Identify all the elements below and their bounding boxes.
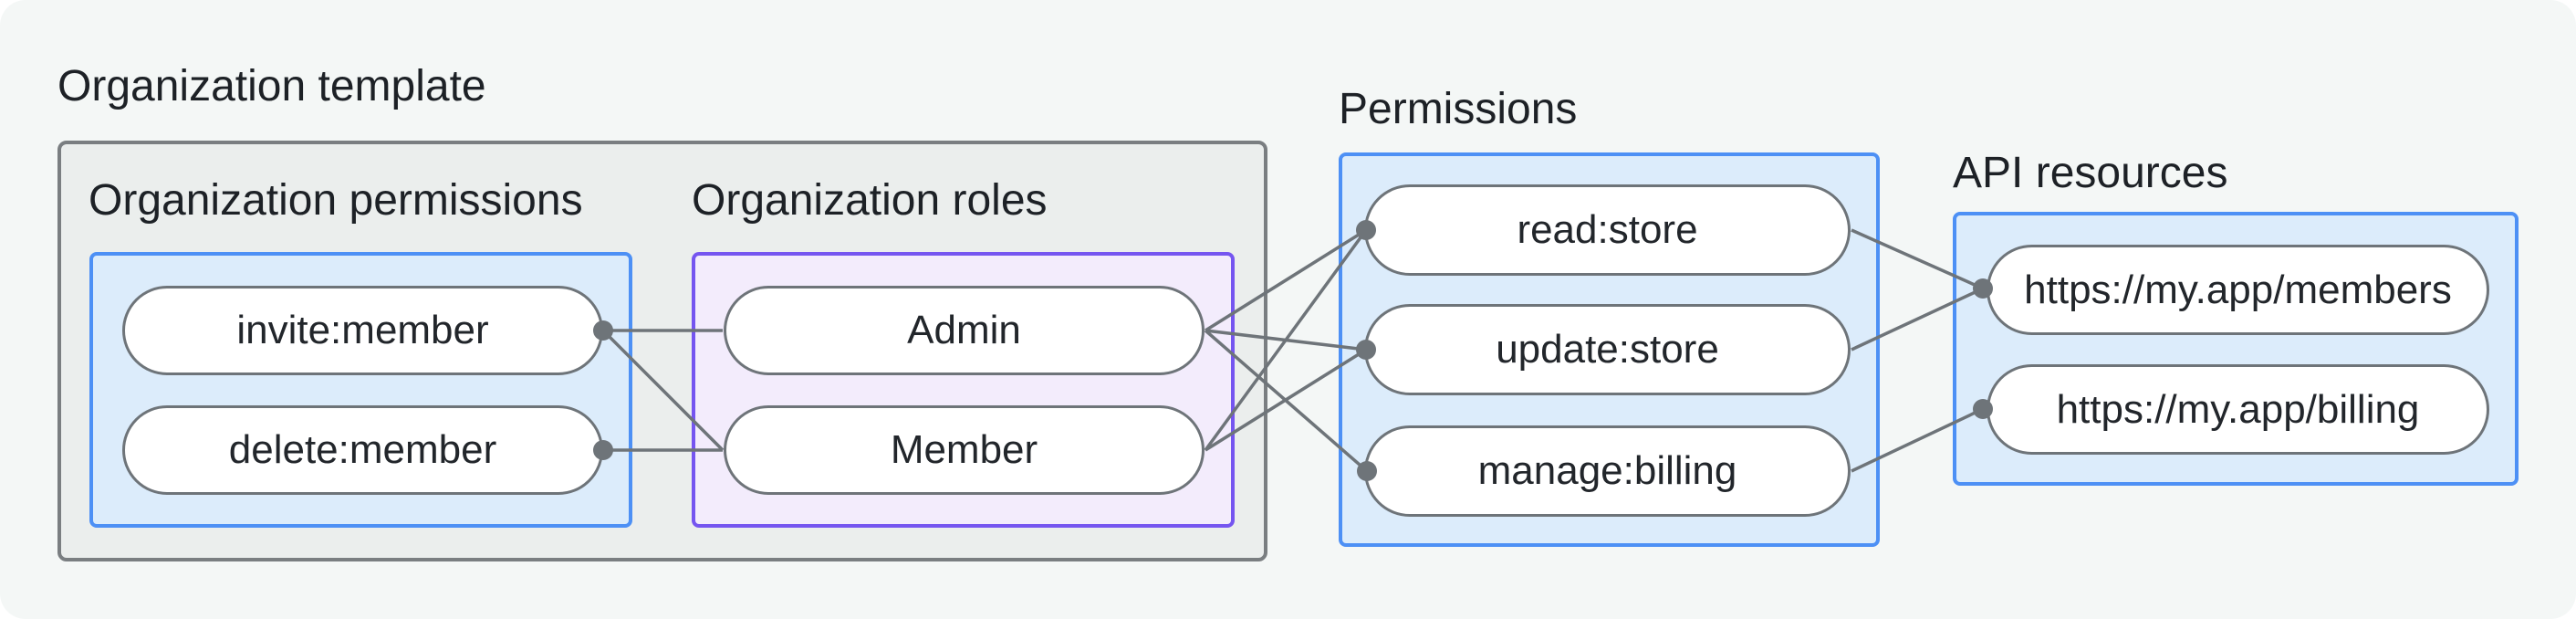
- node-invite-member: invite:member: [122, 286, 603, 375]
- node-delete-member: delete:member: [122, 405, 603, 495]
- node-billing-resource: https://my.app/billing: [1987, 364, 2489, 455]
- node-admin-role: Admin: [724, 286, 1205, 375]
- org-roles-label: Organization roles: [692, 176, 1048, 225]
- permissions-label: Permissions: [1339, 85, 1578, 133]
- node-member-role: Member: [724, 405, 1205, 495]
- node-members-resource: https://my.app/members: [1987, 245, 2489, 335]
- node-update-store: update:store: [1364, 304, 1851, 395]
- node-read-store: read:store: [1364, 184, 1851, 276]
- org-permissions-label: Organization permissions: [89, 176, 583, 225]
- api-resources-label: API resources: [1953, 149, 2228, 197]
- org-template-label: Organization template: [57, 62, 486, 110]
- node-manage-billing: manage:billing: [1364, 425, 1851, 517]
